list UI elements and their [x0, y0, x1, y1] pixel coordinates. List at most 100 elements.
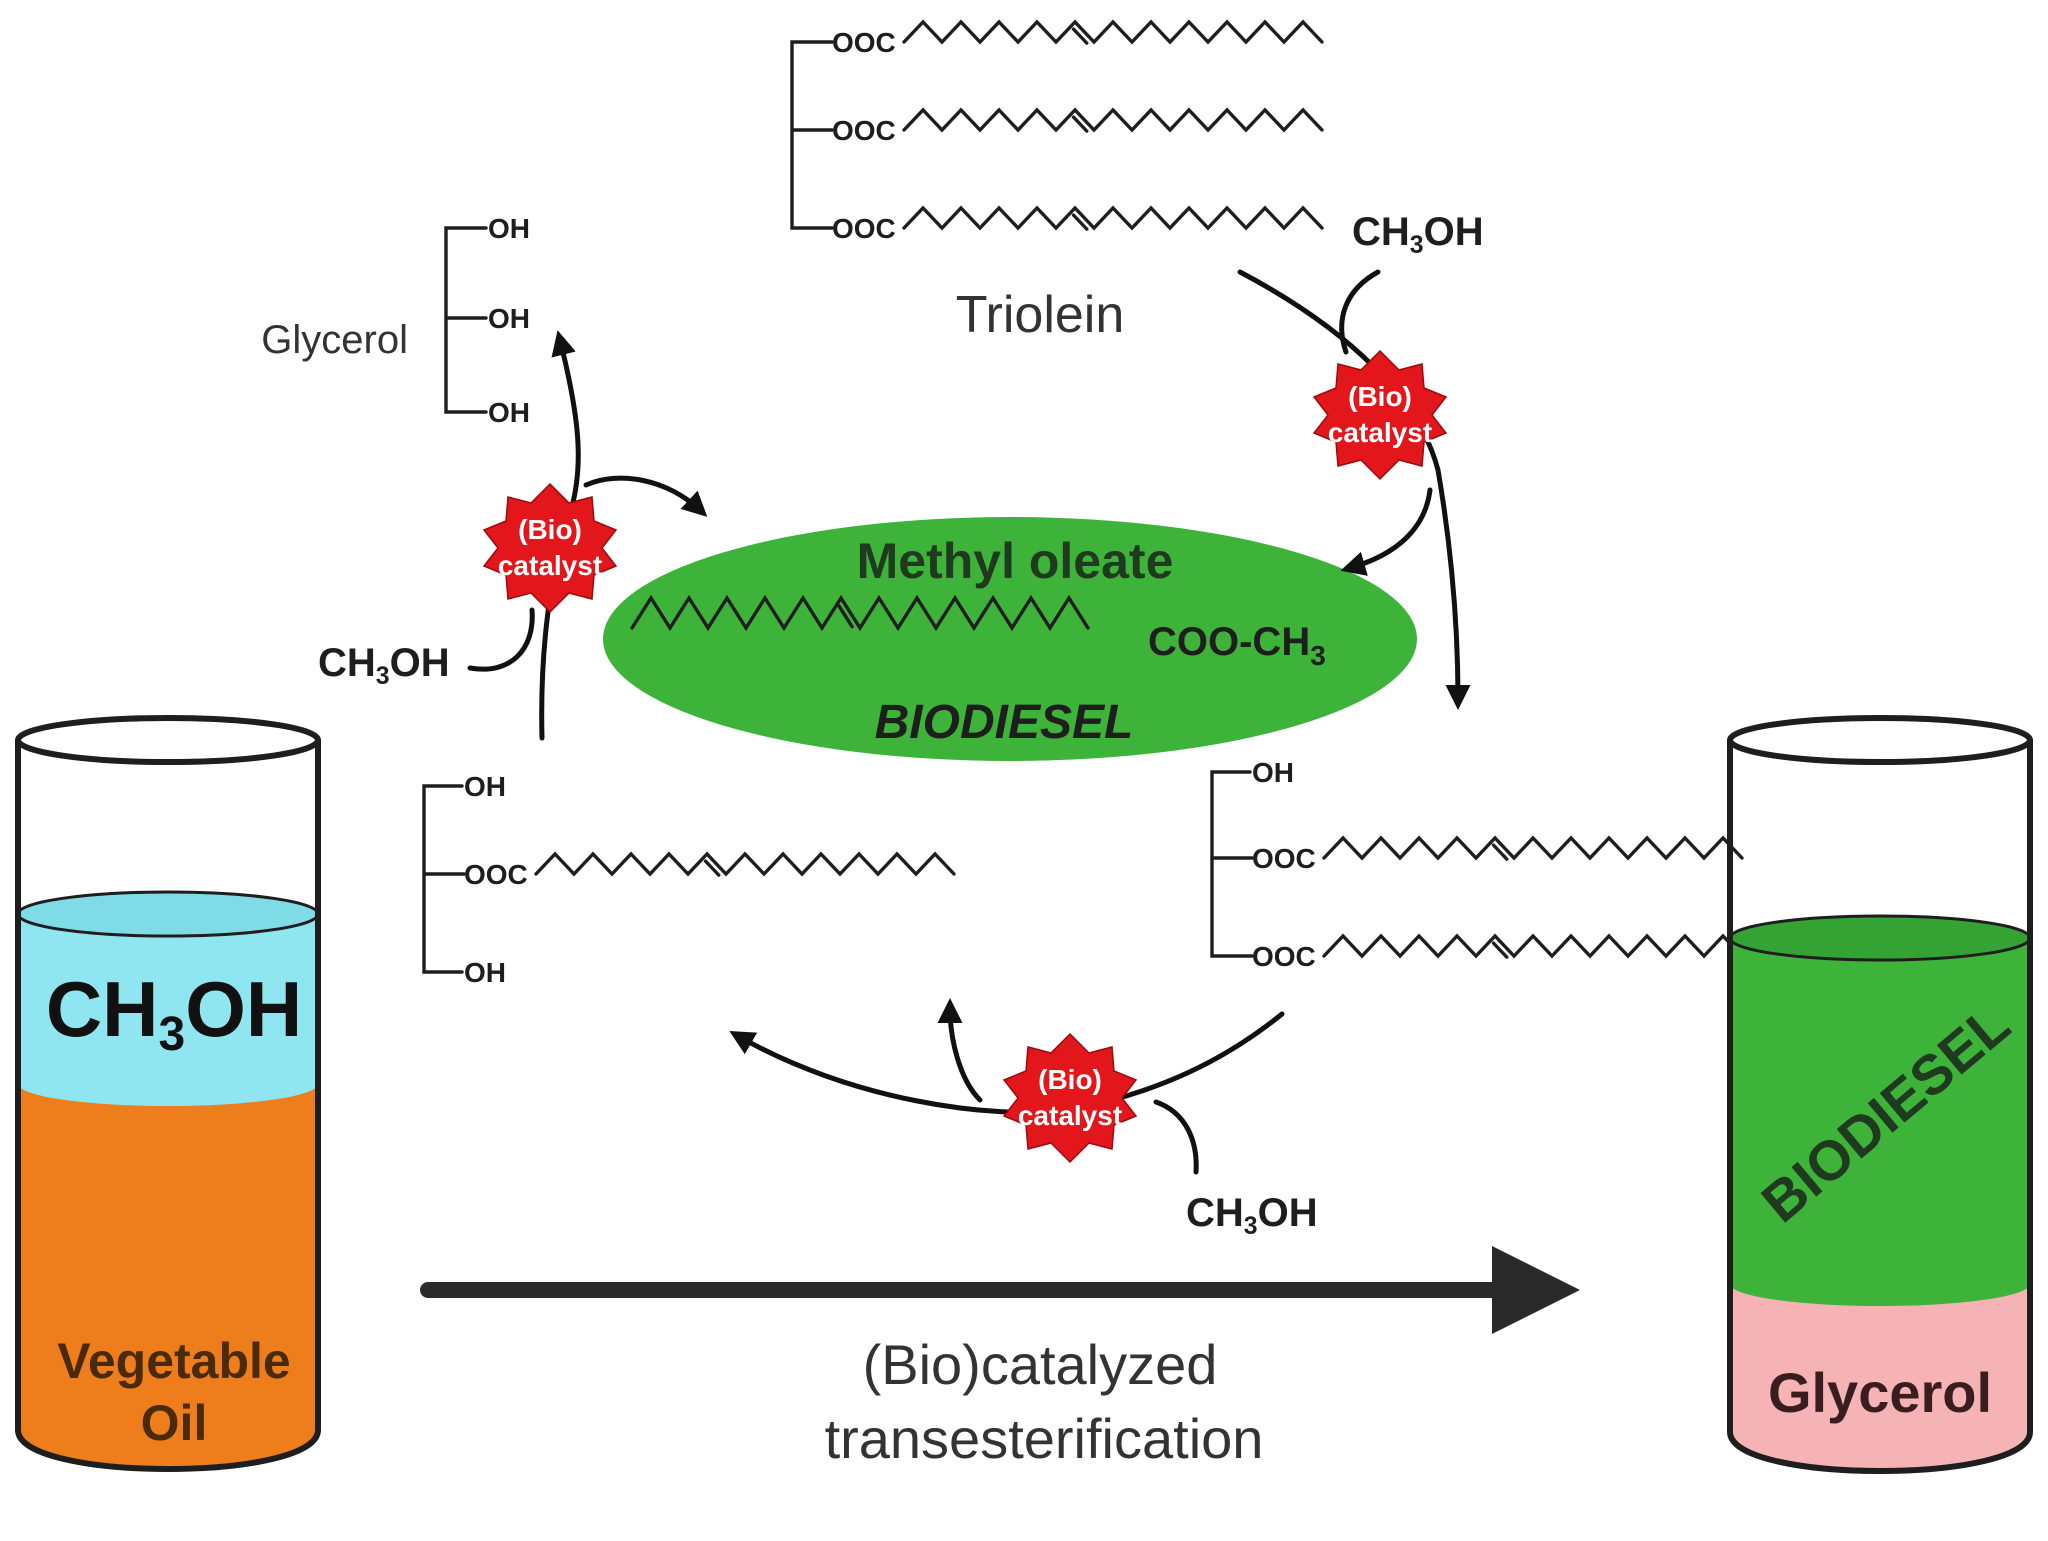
ester-group-label: OOC — [832, 213, 896, 244]
ester-methyl-text: COO-CH — [1148, 620, 1310, 664]
oleate-chain — [902, 19, 1324, 45]
oil-layer — [18, 1082, 318, 1469]
methanol-layer-bottom — [18, 1062, 318, 1106]
double-bond — [1071, 115, 1089, 133]
oleate-chain — [1322, 933, 1744, 959]
hydroxyl-label: OH — [488, 303, 530, 334]
biodiesel-layer-surface — [1728, 914, 2032, 962]
methyl-oleate-product: Methyl oleate COO-CH3 BIODIESEL — [603, 517, 1417, 761]
glycerol-molecule: OH OH OH Glycerol — [261, 213, 530, 428]
glycerol-layer-label: Glycerol — [1768, 1361, 1992, 1424]
formula-part: CH — [318, 641, 376, 685]
methanol-label: CH3OH — [1186, 1191, 1318, 1240]
glycerol-backbone — [422, 784, 464, 974]
tube-rim — [1727, 715, 2033, 765]
catalyst-label-line2: catalyst — [1328, 417, 1432, 448]
triolein-label: Triolein — [956, 286, 1125, 344]
catalyst-badge — [483, 483, 617, 613]
glycerol-backbone — [444, 226, 488, 414]
catalyst-label-line1: (Bio) — [1038, 1064, 1102, 1095]
catalyst-label-line2: catalyst — [1018, 1100, 1122, 1131]
methanol-text: CH — [46, 965, 159, 1053]
double-bond — [703, 859, 721, 877]
catalyst-badge — [1313, 350, 1447, 480]
monoglyceride-molecule: OH OOC OH — [422, 771, 956, 988]
product-output-arrow — [937, 998, 983, 1103]
glycerol-backbone — [1210, 770, 1254, 958]
tube-outline — [1727, 740, 2033, 1474]
double-bond — [1491, 941, 1509, 959]
methyl-oleate-label: Methyl oleate — [857, 533, 1174, 589]
double-bond — [1071, 213, 1089, 231]
hydroxyl-label: OH — [464, 771, 506, 802]
methanol-layer — [18, 914, 318, 1084]
ester-group-label: OOC — [1252, 941, 1316, 972]
double-bond — [1071, 27, 1089, 45]
process-label-line2: transesterification — [825, 1407, 1264, 1470]
tube-outline — [15, 740, 321, 1472]
glycerol-label: Glycerol — [261, 318, 408, 362]
catalyst-left: (Bio) catalyst — [483, 483, 617, 613]
ester-group-label: OOC — [1252, 843, 1316, 874]
formula-part: OH — [1424, 210, 1484, 254]
catalyst-badge — [1003, 1033, 1137, 1163]
oleate-chain — [902, 107, 1324, 133]
methanol-label: CH3OH — [1352, 210, 1484, 259]
catalyst-label-line1: (Bio) — [1348, 381, 1412, 412]
catalyst-top-right: (Bio) catalyst — [1313, 350, 1447, 480]
methanol-input-arrow — [1153, 1099, 1199, 1175]
oleate-chain — [534, 851, 956, 877]
catalyst-bottom: (Bio) catalyst — [1003, 1033, 1137, 1163]
process-arrow-head — [1492, 1246, 1580, 1334]
vegetable-oil-label-line2: Oil — [141, 1395, 208, 1451]
methanol-input-arrow — [1339, 269, 1381, 355]
ester-methyl-subscript: 3 — [1310, 640, 1326, 671]
methyl-oleate-chain — [630, 594, 1090, 632]
double-bond — [1491, 843, 1509, 861]
left-test-tube: CH3OH Vegetable Oil — [15, 715, 321, 1472]
hydroxyl-label: OH — [1252, 757, 1294, 788]
ester-methyl-label: COO-CH3 — [1148, 620, 1326, 671]
biodiesel-label: BIODIESEL — [875, 696, 1134, 749]
triolein-molecule: OOC OOC OOC Triolein — [790, 19, 1324, 344]
process-label-line1: (Bio)catalyzed — [863, 1333, 1218, 1396]
catalyst-label-line1: (Bio) — [518, 514, 582, 545]
formula-subscript: 3 — [1244, 1213, 1258, 1240]
reaction-arrow — [729, 1011, 1285, 1115]
biodiesel-ellipse — [603, 517, 1417, 761]
glycerol-layer — [1730, 1284, 2030, 1471]
biodiesel-layer — [1730, 938, 2030, 1284]
catalyst-label-line2: catalyst — [498, 550, 602, 581]
formula-part: OH — [1258, 1191, 1318, 1235]
formula-subscript: 3 — [376, 663, 390, 690]
reaction-arrow — [1237, 269, 1471, 710]
hydroxyl-label: OH — [488, 213, 530, 244]
tube-rim — [15, 715, 321, 765]
methanol-text: OH — [185, 965, 302, 1053]
formula-part: CH — [1352, 210, 1410, 254]
formula-part: CH — [1186, 1191, 1244, 1235]
vegetable-oil-label-line1: Vegetable — [57, 1333, 290, 1389]
formula-part: OH — [390, 641, 450, 685]
ester-group-label: OOC — [832, 27, 896, 58]
methanol-label: CH3OH — [318, 641, 450, 690]
double-bond — [837, 604, 854, 629]
methanol-layer-label: CH3OH — [46, 965, 302, 1061]
product-output-arrow — [1340, 487, 1433, 576]
ester-group-label: OOC — [464, 859, 528, 890]
formula-subscript: 3 — [1410, 232, 1424, 259]
glycerol-backbone — [790, 40, 834, 230]
methanol-layer-surface — [16, 890, 320, 938]
biodiesel-layer-bottom — [1730, 1262, 2030, 1306]
hydroxyl-label: OH — [488, 397, 530, 428]
process-arrow: (Bio)catalyzed transesterification — [420, 1246, 1580, 1470]
hydroxyl-label: OH — [464, 957, 506, 988]
oleate-chain — [1322, 835, 1744, 861]
methanol-subscript: 3 — [158, 1008, 185, 1061]
right-test-tube: BIODIESEL Glycerol — [1727, 715, 2033, 1474]
ester-group-label: OOC — [832, 115, 896, 146]
diglyceride-molecule: OH OOC OOC — [1210, 757, 1744, 972]
product-output-arrow — [583, 475, 708, 517]
